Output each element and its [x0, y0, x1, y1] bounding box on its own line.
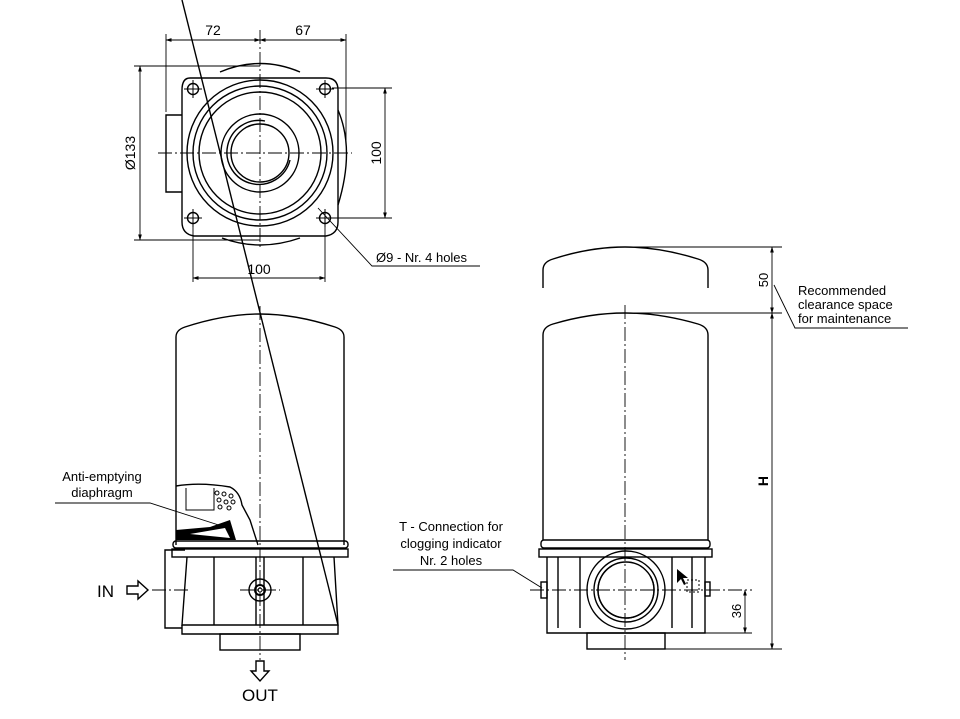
inlet-arrow-icon [126, 579, 150, 601]
clearance-note-2: clearance space [798, 297, 893, 312]
dim-height-h: H [755, 476, 771, 486]
top-bulge-right [337, 109, 348, 206]
connection-note-2: clogging indicator [400, 536, 502, 551]
dim-port-36: 36 [729, 604, 744, 618]
front-view: Anti-emptying diaphragm IN OUT [55, 0, 349, 705]
diaphragm-leader [55, 502, 229, 529]
outlet-arrow-icon [249, 660, 271, 683]
dim-clearance-50: 50 [756, 273, 771, 287]
dim-diameter-133: Ø133 [122, 136, 138, 170]
clearance-cap [542, 246, 709, 288]
diaphragm-holes [214, 490, 236, 511]
ring-spiral [226, 119, 291, 186]
side-head-flange [538, 548, 713, 558]
clearance-note-3: for maintenance [798, 311, 891, 326]
front-inlet-port [164, 549, 185, 629]
diaphragm-label-1: Anti-emptying [62, 469, 141, 484]
side-canister-rim [540, 539, 711, 549]
dim-100-horizontal: 100 [247, 261, 271, 277]
indicator-connection-right [704, 581, 711, 597]
dim-67: 67 [295, 22, 311, 38]
dim-72: 72 [205, 22, 221, 38]
front-canister-rim [172, 540, 349, 549]
clearance-leader [773, 284, 908, 329]
outlet-label: OUT [242, 686, 278, 705]
top-view: 72 67 Ø133 100 100 Ø9 - Nr. 4 holes [122, 22, 480, 282]
top-bulge-bottom [221, 237, 301, 246]
inlet-label: IN [97, 582, 114, 601]
diaphragm-label-2: diaphragm [71, 485, 132, 500]
holes-note: Ø9 - Nr. 4 holes [376, 250, 468, 265]
holes-leader [317, 207, 480, 267]
side-canister [542, 312, 709, 540]
clearance-note-1: Recommended [798, 283, 886, 298]
mouse-pointer-icon [677, 569, 688, 585]
connection-note-3: Nr. 2 holes [420, 553, 483, 568]
diaphragm-detail [175, 483, 259, 546]
selection-marker [686, 579, 700, 593]
dim-100-vertical: 100 [368, 141, 384, 165]
top-side-port [165, 114, 182, 193]
connection-leader [393, 569, 543, 589]
connection-note-1: T - Connection for [399, 519, 503, 534]
side-view: 50 Recommended clearance space for maint… [393, 246, 908, 660]
top-flange [181, 77, 339, 237]
side-outlet-port [586, 632, 666, 650]
